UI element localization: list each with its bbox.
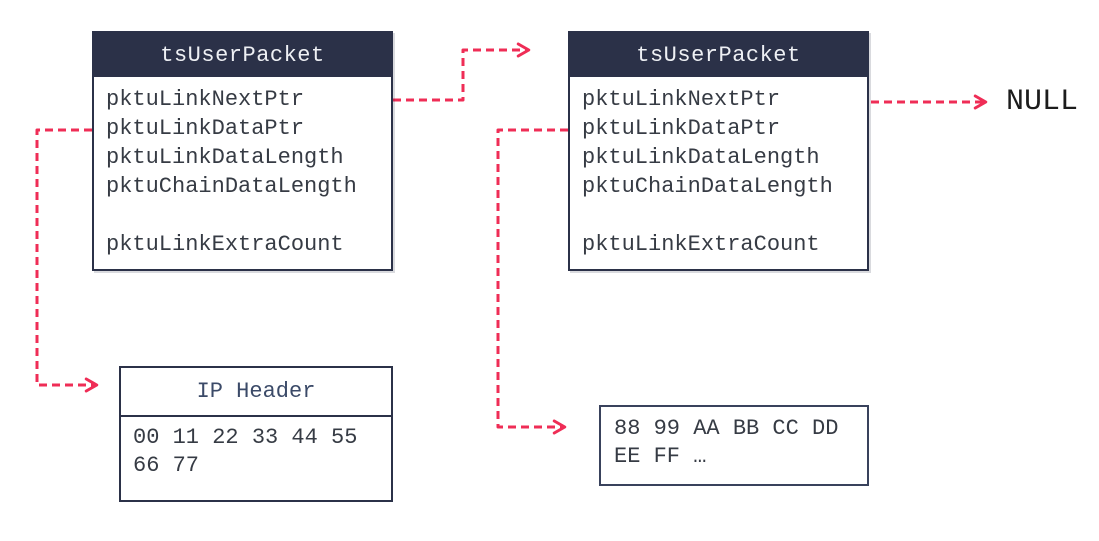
field-pktu-link-extra-count: pktuLinkExtraCount <box>582 232 820 257</box>
payload-data-box: 88 99 AA BB CC DD EE FF … <box>599 405 869 486</box>
arrow-packet1-dataptr-to-ip-header <box>35 128 99 393</box>
null-terminator-label: NULL <box>1006 85 1079 119</box>
packet-struct-1: tsUserPacket pktuLinkNextPtr pktuLinkDat… <box>92 31 393 271</box>
field-pktu-link-data-ptr: pktuLinkDataPtr <box>106 116 305 141</box>
field-pktu-link-data-length: pktuLinkDataLength <box>106 145 344 170</box>
arrow-packet1-nextptr-to-packet2 <box>393 42 531 102</box>
payload-data-bytes: 88 99 AA BB CC DD EE FF … <box>601 407 867 483</box>
field-pktu-link-data-length: pktuLinkDataLength <box>582 145 820 170</box>
hex-bytes-line: 88 99 AA BB CC DD <box>614 416 839 441</box>
field-pktu-chain-data-length: pktuChainDataLength <box>106 174 357 199</box>
packet-struct-2-fields: pktuLinkNextPtr pktuLinkDataPtr pktuLink… <box>570 77 867 269</box>
packet-struct-2: tsUserPacket pktuLinkNextPtr pktuLinkDat… <box>568 31 869 271</box>
packet-struct-1-title: tsUserPacket <box>94 33 391 77</box>
field-spacer <box>582 201 855 230</box>
arrow-packet2-dataptr-to-payload <box>496 128 568 435</box>
ip-header-box-bytes: 00 11 22 33 44 55 66 77 <box>121 417 391 500</box>
hex-bytes-line: 00 11 22 33 44 55 <box>133 425 358 450</box>
field-pktu-link-next-ptr: pktuLinkNextPtr <box>106 87 305 112</box>
ip-header-box: IP Header 00 11 22 33 44 55 66 77 <box>119 366 393 502</box>
ip-header-box-title: IP Header <box>121 368 391 417</box>
field-pktu-link-next-ptr: pktuLinkNextPtr <box>582 87 781 112</box>
hex-bytes-line: EE FF … <box>614 444 707 469</box>
field-spacer <box>106 201 379 230</box>
packet-struct-2-title: tsUserPacket <box>570 33 867 77</box>
field-pktu-link-data-ptr: pktuLinkDataPtr <box>582 116 781 141</box>
packet-struct-1-fields: pktuLinkNextPtr pktuLinkDataPtr pktuLink… <box>94 77 391 269</box>
hex-bytes-line: 66 77 <box>133 453 200 478</box>
field-pktu-chain-data-length: pktuChainDataLength <box>582 174 833 199</box>
field-pktu-link-extra-count: pktuLinkExtraCount <box>106 232 344 257</box>
